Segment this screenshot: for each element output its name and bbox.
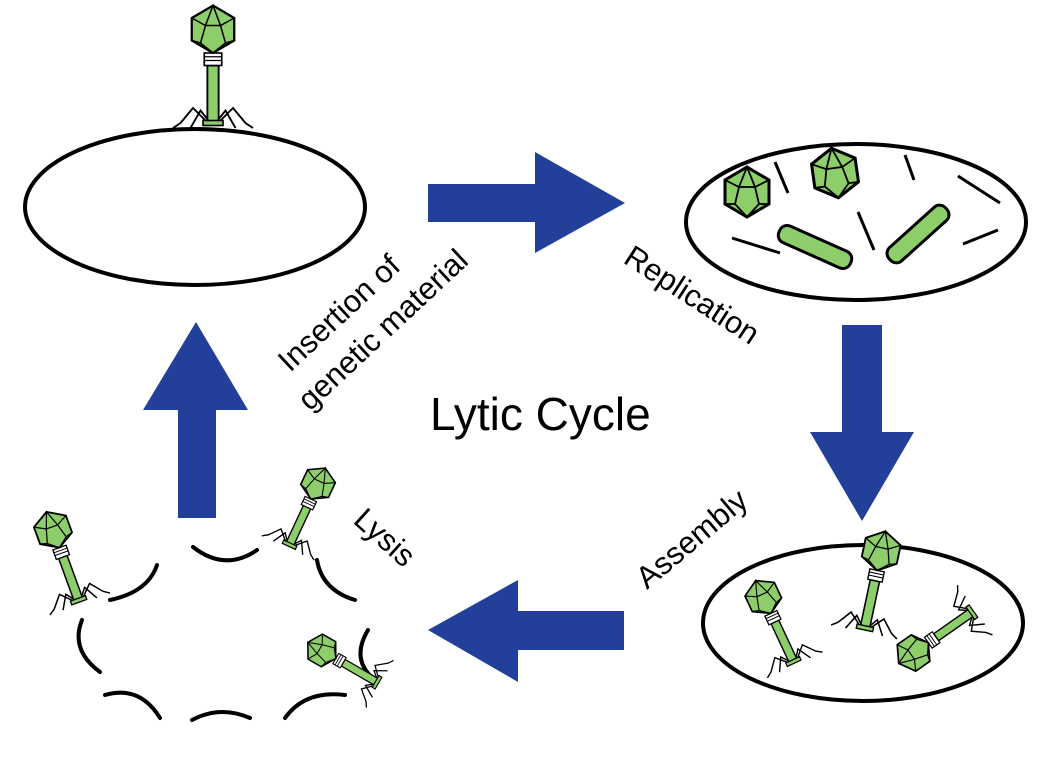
arrow-left (428, 580, 624, 682)
bacteriophage-icon (262, 456, 351, 560)
bacteriophage-icon (16, 501, 110, 615)
diagram-title: Lytic Cycle (430, 388, 651, 440)
arrow-up (143, 322, 248, 518)
arrow-right (428, 152, 625, 253)
lysis-label: Lysis (347, 501, 422, 574)
arrow-down (810, 325, 914, 521)
bacteriophage-icon (173, 6, 253, 129)
host-cell-insertion (25, 129, 365, 285)
capsid-icon (725, 167, 769, 217)
lysed-cell (79, 547, 375, 720)
host-cell-replication (686, 144, 1026, 300)
